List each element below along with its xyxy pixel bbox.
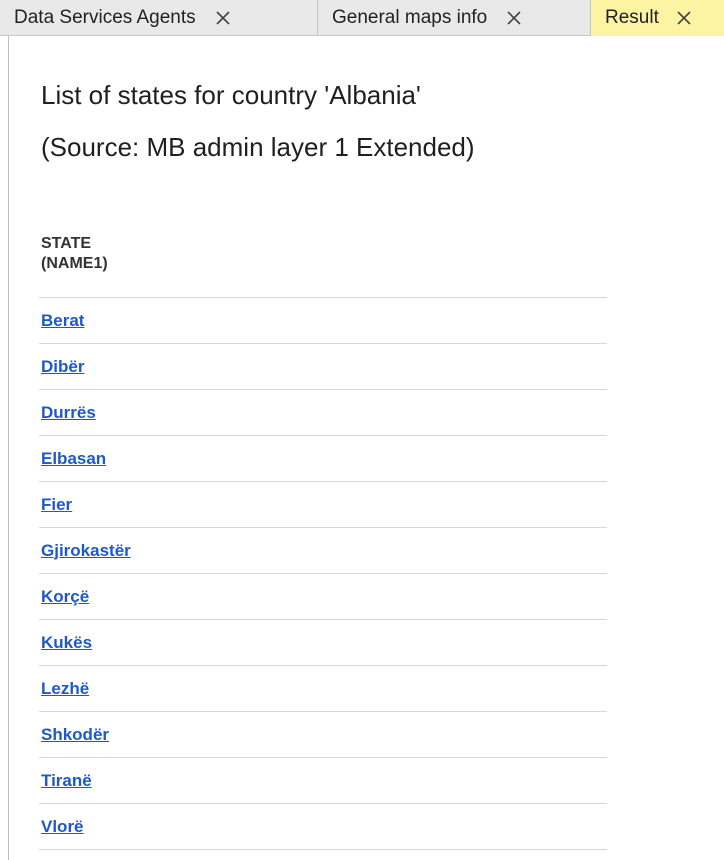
source-note: (Source: MB admin layer 1 Extended) [41,132,475,162]
table-row: Korçë [39,574,607,620]
state-link[interactable]: Lezhë [41,678,90,698]
tab-bar: Data Services Agents General maps info R… [0,0,724,36]
tab-label: Result [605,7,659,28]
table-row: Elbasan [39,436,607,482]
close-icon[interactable] [673,7,695,29]
state-link[interactable]: Shkodër [41,724,110,744]
column-header-line: STATE [41,235,92,252]
tab-data-services-agents[interactable]: Data Services Agents [0,0,318,36]
table-row: Gjirokastër [39,528,607,574]
table-row: Shkodër [39,712,607,758]
page-title: List of states for country 'Albania' [41,80,421,110]
tab-result[interactable]: Result [591,0,724,36]
column-header-line: (NAME1) [41,255,108,272]
close-icon[interactable] [212,7,234,29]
state-link[interactable]: Berat [41,310,85,330]
table-row: Berat [39,298,607,344]
table-row: Vlorë [39,804,607,850]
state-link[interactable]: Kukës [41,632,93,652]
close-icon[interactable] [503,7,525,29]
state-link[interactable]: Fier [41,494,73,514]
state-link[interactable]: Korçë [41,586,90,606]
state-link[interactable]: Vlorë [41,816,84,836]
table-row: Lezhë [39,666,607,712]
table-row: Dibër [39,344,607,390]
state-link[interactable]: Dibër [41,356,85,376]
tab-label: Data Services Agents [14,7,196,28]
state-link[interactable]: Tiranë [41,770,92,790]
state-link[interactable]: Gjirokastër [41,540,131,560]
table-header-row: STATE (NAME1) [39,234,607,298]
table-row: Fier [39,482,607,528]
column-header-state[interactable]: STATE (NAME1) [39,234,131,284]
table-row: Tiranë [39,758,607,804]
tab-general-maps-info[interactable]: General maps info [318,0,591,36]
table-row: Durrës [39,390,607,436]
table-row: Kukës [39,620,607,666]
state-link[interactable]: Durrës [41,402,96,422]
tab-label: General maps info [332,7,488,28]
result-panel: List of states for country 'Albania' (So… [8,36,724,860]
state-link[interactable]: Elbasan [41,448,107,468]
